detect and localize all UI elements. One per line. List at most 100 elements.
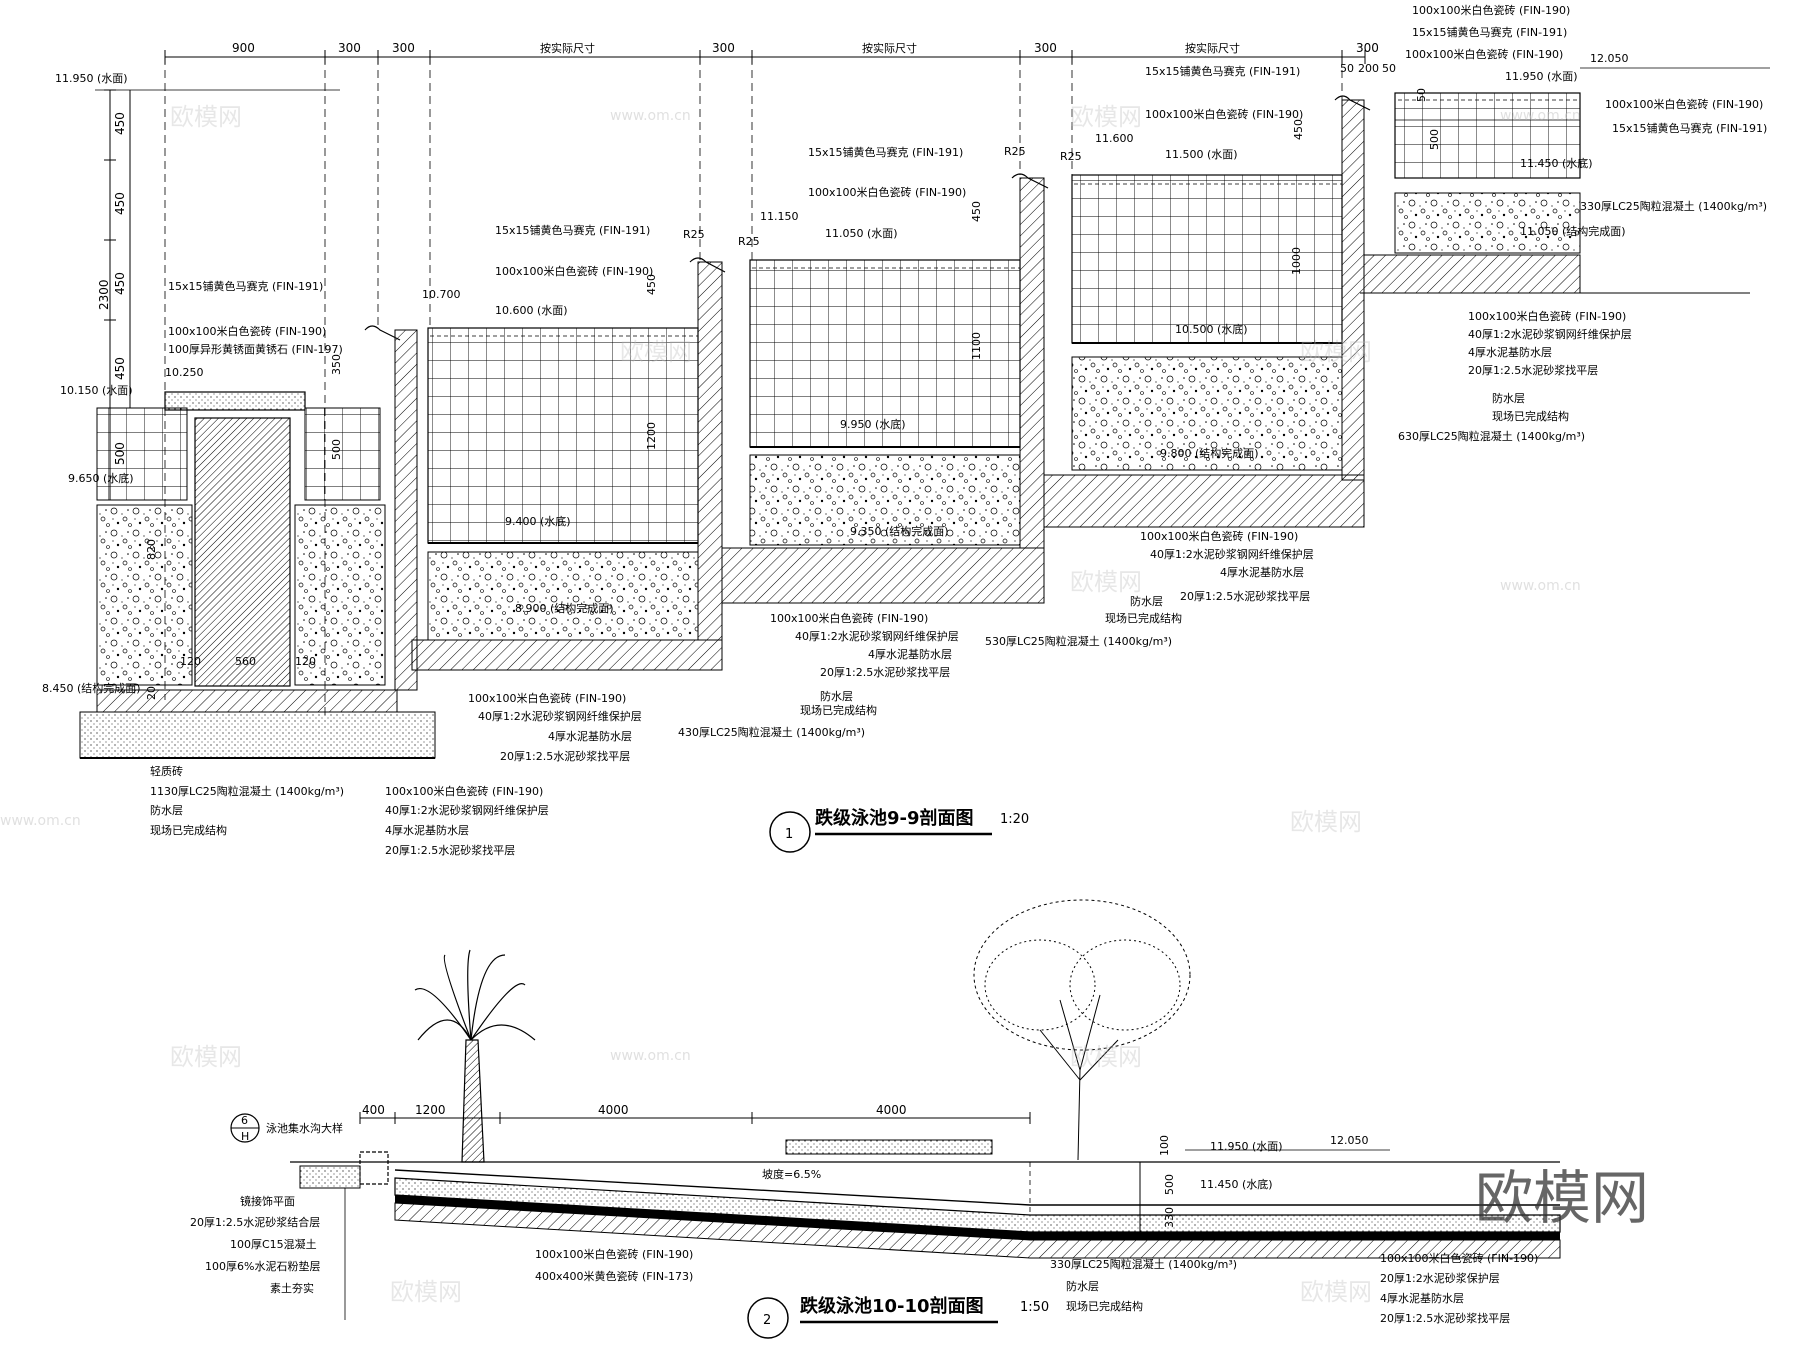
callout-mosaic-top: 15x15铺黄色马赛克 (FIN-191) <box>1412 25 1567 39</box>
dim-120-a: 120 <box>180 655 201 668</box>
s2-dim-500: 500 <box>1163 1174 1176 1195</box>
rs-tile: 100x100米白色瓷砖 (FIN-190) <box>1468 309 1626 323</box>
ms4-lc530: 530厚LC25陶粒混凝土 (1400kg/m³) <box>985 634 1172 648</box>
lvl-11600: 11.600 <box>1095 132 1134 145</box>
dim-300-a: 300 <box>338 41 361 55</box>
lvl-10150: 10.150 (水面) <box>60 384 133 397</box>
watermark-url-5: www.om.cn <box>610 1048 691 1064</box>
detail-ref-sheet: H <box>241 1130 249 1143</box>
dim-left-450-1: 450 <box>113 112 127 135</box>
lvl-10600: 10.600 (水面) <box>495 304 568 317</box>
ms3-wpc: 4厚水泥基防水层 <box>868 647 952 661</box>
dim-900: 900 <box>232 41 255 55</box>
r25-b: R25 <box>738 235 760 248</box>
ms3-protect: 40厚1:2水泥砂浆钢网纤维保护层 <box>795 629 959 643</box>
ms3-screed: 20厚1:2.5水泥砂浆找平层 <box>820 665 950 679</box>
s2-bottom-tile: 100x100米白色瓷砖 (FIN-190) <box>535 1247 693 1261</box>
s2-layer-3: 100厚6%水泥石粉垫层 <box>205 1259 320 1273</box>
rs-waterproof: 防水层 <box>1492 391 1525 405</box>
dim-200: 200 <box>1358 62 1379 75</box>
s2-layer-2: 100厚C15混凝土 <box>230 1237 317 1251</box>
dim-450-p4: 450 <box>1292 119 1305 140</box>
callout-mosaic-p3: 15x15铺黄色马赛克 (FIN-191) <box>808 145 963 159</box>
s2-dim-330: 330 <box>1163 1207 1176 1228</box>
lvl-9650: 9.650 (水底) <box>68 471 134 485</box>
watermark-5: 欧模网 <box>1070 568 1142 596</box>
section-2-title: 跌级泳池10-10剖面图 <box>800 1295 984 1317</box>
lvl-8450: 8.450 (结构完成面) <box>42 681 141 695</box>
watermark-8: 欧模网 <box>1070 1043 1142 1071</box>
bl-lc1130: 1130厚LC25陶粒混凝土 (1400kg/m³) <box>150 784 344 798</box>
dim-actual-1: 按实际尺寸 <box>540 41 595 55</box>
dim-300-b: 300 <box>392 41 415 55</box>
section-1-geometry <box>79 50 1770 759</box>
watermark-url-3: www.om.cn <box>1500 578 1581 594</box>
watermark-4: 欧模网 <box>1300 338 1372 366</box>
s2-lvl-12050: 12.050 <box>1330 1134 1369 1147</box>
lvl-11950-left: 11.950 (水面) <box>55 72 128 85</box>
rs-lc630: 630厚LC25陶粒混凝土 (1400kg/m³) <box>1398 429 1585 443</box>
dim-560: 560 <box>235 655 256 668</box>
section-1-title: 跌级泳池9-9剖面图 <box>815 807 974 829</box>
lvl-11450: 11.450 (水底) <box>1520 156 1593 170</box>
section-2-geometry <box>290 899 1561 1320</box>
dim-1000: 1000 <box>1290 247 1303 275</box>
lvl-12050: 12.050 <box>1590 52 1629 65</box>
dim-50-a: 50 <box>1340 62 1354 75</box>
watermark-9: 欧模网 <box>390 1278 462 1306</box>
lvl-9350: 9.350 (结构完成面) <box>850 524 949 538</box>
ms3-tile: 100x100米白色瓷砖 (FIN-190) <box>770 611 928 625</box>
watermark-3: 欧模网 <box>620 338 692 366</box>
bl-light: 轻质砖 <box>150 764 183 778</box>
ms4-wpc: 4厚水泥基防水层 <box>1220 565 1304 579</box>
section-2-marker <box>747 1297 789 1339</box>
section-2-number: 2 <box>763 1313 771 1328</box>
callout-mosaic-p2: 15x15铺黄色马赛克 (FIN-191) <box>495 223 650 237</box>
ms4-structure: 现场已完成结构 <box>1105 611 1182 625</box>
s2-right-1: 20厚1:2水泥砂浆保护层 <box>1380 1271 1500 1285</box>
ms4-waterproof: 防水层 <box>1130 594 1163 608</box>
rs-wpc: 4厚水泥基防水层 <box>1468 345 1552 359</box>
lvl-8900: 8.900 (结构完成面) <box>515 601 614 615</box>
brand-watermark-large: 欧模网 <box>1475 1164 1649 1232</box>
lvl-10250: 10.250 <box>165 366 204 379</box>
dim-820: 820 <box>145 539 158 560</box>
callout-tile-top2: 100x100米白色瓷砖 (FIN-190) <box>1405 47 1563 61</box>
section-2-text: 6 H 泳池集水沟大样 400 1200 4000 4000 坡度=6.5% 1… <box>190 1103 1538 1339</box>
lvl-11950-p5: 11.950 (水面) <box>1505 70 1578 83</box>
ms2-lc430: 430厚LC25陶粒混凝土 (1400kg/m³) <box>678 725 865 739</box>
s2-lvl-11450: 11.450 (水底) <box>1200 1177 1273 1191</box>
dim-50-p5: 50 <box>1415 88 1428 102</box>
rs-structure: 现场已完成结构 <box>1492 409 1569 423</box>
lvl-10700: 10.700 <box>422 288 461 301</box>
watermark-url-2: www.om.cn <box>1500 108 1581 124</box>
lvl-11050-p3: 11.050 (水面) <box>825 227 898 240</box>
callout-tile-p3: 100x100米白色瓷砖 (FIN-190) <box>808 185 966 199</box>
dim-450-p3: 450 <box>970 201 983 222</box>
section-1-marker <box>769 811 811 853</box>
dim-350: 350 <box>330 354 343 375</box>
dim-1200: 1200 <box>645 422 658 450</box>
dim-450-p2: 450 <box>645 274 658 295</box>
dim-20: 20 <box>145 686 158 700</box>
dim-120-b: 120 <box>295 655 316 668</box>
s2-mid-structure: 现场已完成结构 <box>1066 1299 1143 1313</box>
watermark-url-1: www.om.cn <box>610 108 691 124</box>
lvl-10500: 10.500 (水底) <box>1175 322 1248 336</box>
section-1-number: 1 <box>785 827 793 842</box>
ms2-tile: 100x100米白色瓷砖 (FIN-190) <box>468 691 626 705</box>
dim-50-b: 50 <box>1382 62 1396 75</box>
s2-layer-0: 镜接饰平面 <box>240 1194 295 1208</box>
dim-left-500: 500 <box>113 442 127 465</box>
dim-500-p5: 500 <box>1428 129 1441 150</box>
bl-protect: 40厚1:2水泥砂浆钢网纤维保护层 <box>385 803 549 817</box>
watermark-url-4: www.om.cn <box>0 813 81 829</box>
callout-tile-p2: 100x100米白色瓷砖 (FIN-190) <box>495 264 653 278</box>
lvl-11050: 11.050 (结构完成面) <box>1520 224 1626 238</box>
s2-lvl-11950: 11.950 (水面) <box>1210 1140 1283 1153</box>
dim-actual-3: 按实际尺寸 <box>1185 41 1240 55</box>
ms2-structure: 现场已完成结构 <box>800 703 877 717</box>
dim-left-2300: 2300 <box>97 279 111 310</box>
deciduous-tree-icon <box>973 899 1191 1161</box>
